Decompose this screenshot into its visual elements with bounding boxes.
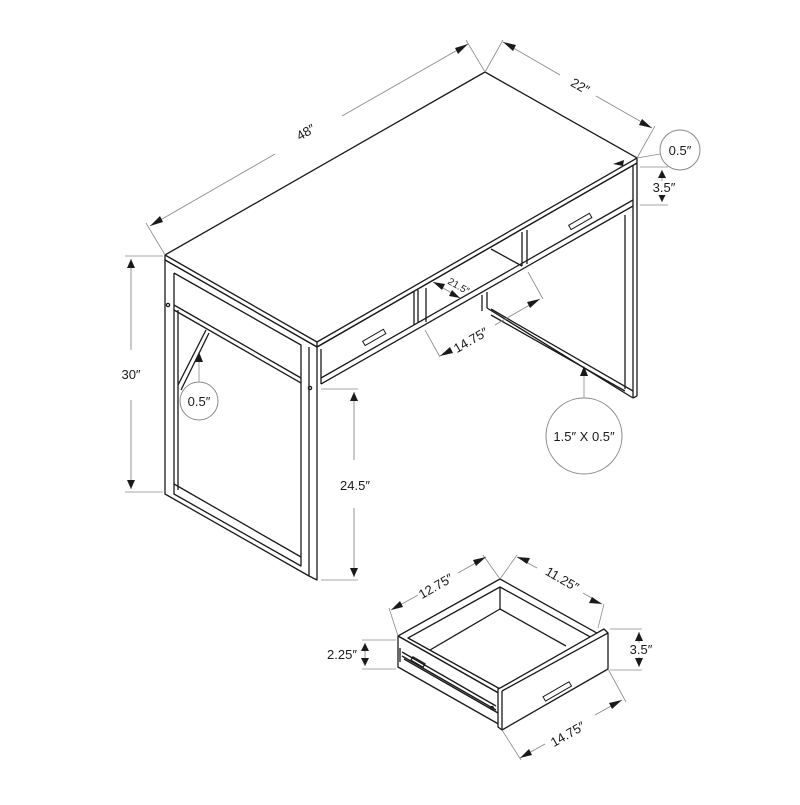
dimension-width: 48″ (145, 39, 486, 256)
right-drawer-front (526, 212, 593, 264)
height-label: 30″ (121, 367, 140, 382)
left-leg-frame (164, 259, 318, 581)
drawer-front-panel (497, 628, 609, 731)
top-thickness-callout: 0.5″ (613, 129, 701, 171)
left-drawer-handle (361, 328, 387, 347)
right-drawer-handle (567, 212, 593, 231)
dimension-drawer-front-height: 3.5″ (610, 628, 656, 671)
leg-section-label: 1.5″ X 0.5″ (553, 429, 615, 444)
drawer-box-height-label: 2.25″ (327, 647, 357, 662)
drawer-illustration (397, 578, 609, 731)
top-thickness-label: 0.5″ (669, 143, 692, 158)
leg-clearance-label: 24.5″ (340, 478, 370, 493)
drawer-slide-hardware (410, 656, 426, 668)
side-brace-label: 0.5″ (188, 394, 211, 409)
apron-height-label: 3.5″ (653, 180, 676, 195)
desk-dimensions: 48″ 22″ 0.5″ 3.5″ (121, 39, 701, 581)
center-opening (425, 232, 523, 322)
drawer-depth-label: 12.75″ (416, 570, 456, 602)
drawer-inner-width-label: 11.25″ (543, 564, 582, 595)
center-width-label: 14.75″ (451, 324, 491, 356)
leg-section-callout: 1.5″ X 0.5″ (545, 366, 623, 475)
dimension-center-depth: 21.5″ (432, 276, 471, 299)
drawer-handle (542, 681, 573, 702)
right-leg-frame (486, 163, 638, 399)
desk-illustration (164, 71, 638, 581)
dimension-height: 30″ (121, 255, 163, 493)
left-drawer-front (361, 290, 419, 347)
dimension-leg-clearance: 24.5″ (321, 388, 370, 581)
drawer-front-width-label: 14.75″ (548, 718, 588, 750)
depth-label: 22″ (568, 75, 592, 98)
side-brace-callout: 0.5″ (179, 352, 219, 421)
dimension-apron-height: 3.5″ (640, 166, 678, 206)
width-label: 48″ (294, 121, 318, 144)
drawer-front-height-label: 3.5″ (630, 642, 653, 657)
dimension-drawer-box-height: 2.25″ (327, 639, 396, 670)
front-apron (316, 162, 638, 385)
